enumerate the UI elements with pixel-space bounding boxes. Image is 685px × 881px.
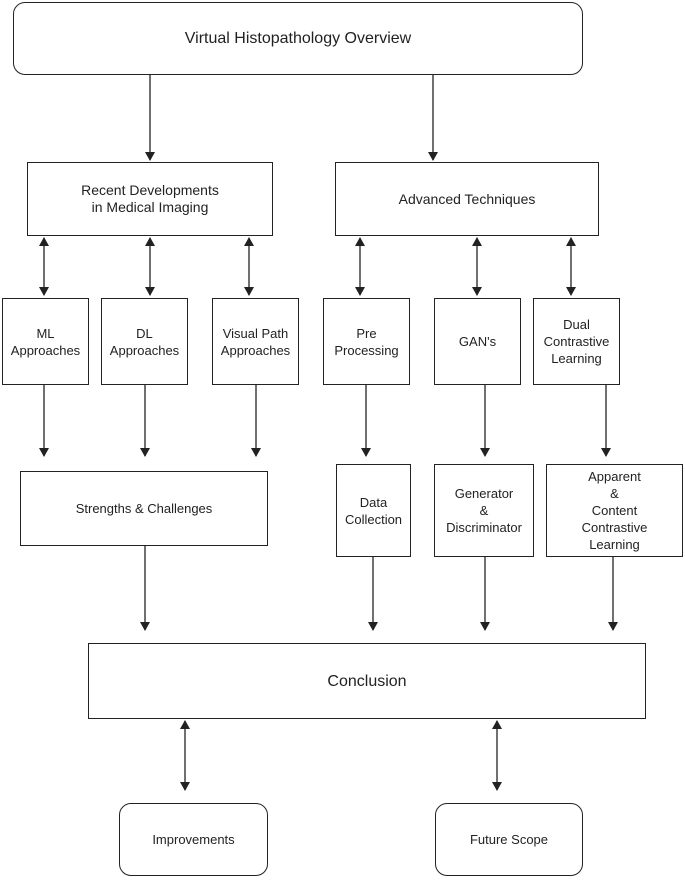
node-dual-contrastive-learning: Dual Contrastive Learning — [533, 298, 620, 385]
node-strengths-challenges: Strengths & Challenges — [20, 471, 268, 546]
node-recent-developments: Recent Developments in Medical Imaging — [27, 162, 273, 236]
node-advanced-techniques: Advanced Techniques — [335, 162, 599, 236]
node-gans: GAN's — [434, 298, 521, 385]
node-pre-processing: Pre Processing — [323, 298, 410, 385]
node-overview: Virtual Histopathology Overview — [13, 2, 583, 75]
node-improvements: Improvements — [119, 803, 268, 876]
node-generator-discriminator: Generator & Discriminator — [434, 464, 534, 557]
node-visual-path-approaches: Visual Path Approaches — [212, 298, 299, 385]
node-future-scope: Future Scope — [435, 803, 583, 876]
node-data-collection: Data Collection — [336, 464, 411, 557]
node-apparent-content-contrastive: Apparent & Content Contrastive Learning — [546, 464, 683, 557]
node-ml-approaches: ML Approaches — [2, 298, 89, 385]
node-conclusion: Conclusion — [88, 643, 646, 719]
node-dl-approaches: DL Approaches — [101, 298, 188, 385]
